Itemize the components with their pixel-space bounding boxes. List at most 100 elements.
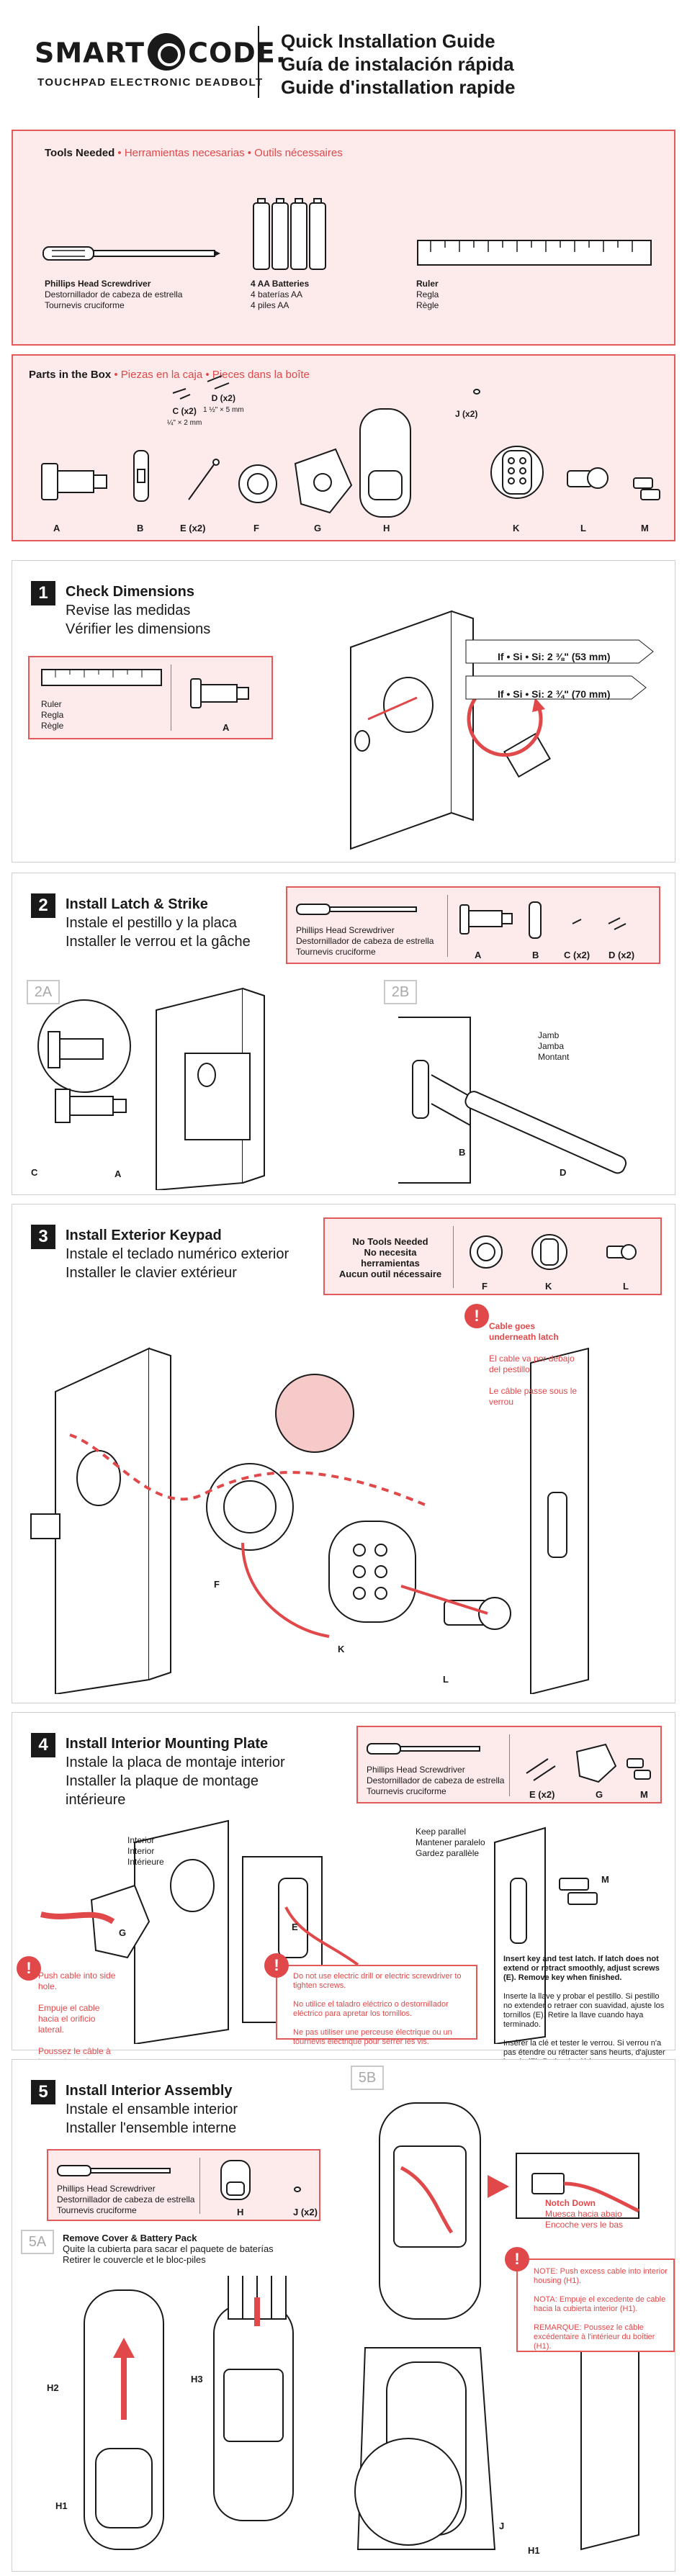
step-5-label-h2: H2 — [47, 2382, 59, 2393]
step-4-part-g: G — [596, 1789, 603, 1800]
parts-heading: Parts in the Box • Piezas en la caja • P… — [29, 369, 310, 381]
step-3-parts-icons — [470, 1234, 637, 1270]
step-5-number: 5 — [31, 2080, 55, 2104]
part-d-label: D (x2)1 ½" × 5 mm — [203, 393, 244, 414]
step-3-label-f: F — [214, 1579, 220, 1590]
substep-5b-label: 5B — [351, 2066, 384, 2090]
step-1-if-53: If • Si • Si: 2 ⅜" (53 mm) — [498, 651, 611, 662]
step-2-label-b: B — [459, 1147, 466, 1158]
step-3-part-k: K — [545, 1281, 552, 1292]
screwdriver-icon — [42, 246, 220, 261]
step-4-part-e: E (x2) — [529, 1789, 555, 1800]
step-3-diagram — [30, 1347, 589, 1694]
step-4-label-g: G — [119, 1927, 127, 1938]
step-3-label-k: K — [338, 1644, 345, 1654]
title-en: Quick Installation Guide — [281, 30, 495, 52]
step-2-label-a: A — [114, 1168, 122, 1179]
part-m: M — [641, 523, 649, 533]
part-j-label: J (x2) — [455, 409, 478, 419]
step-5-label-j: J — [499, 2521, 505, 2531]
step-5-label-h1b: H1 — [528, 2545, 540, 2556]
drill-warning-box: ! Do not use electric drill or electric … — [264, 1953, 477, 2046]
step-5-parts-icons — [220, 2160, 301, 2200]
step-4-part-m: M — [640, 1789, 648, 1800]
step-5-part-h: H — [237, 2207, 244, 2217]
drill-warning-text: Do not use electric drill or electric sc… — [293, 1972, 462, 2046]
part-l: L — [580, 523, 586, 533]
step-2-part-b: B — [532, 950, 539, 960]
title-es: Guía de instalación rápida — [281, 53, 514, 75]
step-1-number: 1 — [31, 581, 55, 605]
part-b: B — [137, 523, 144, 533]
step-5-part-j: J (x2) — [293, 2207, 318, 2217]
substep-5a-label: 5A — [21, 2230, 54, 2254]
substep-2b-label: 2B — [384, 980, 417, 1004]
ruler-icon — [41, 669, 162, 686]
step-2-number: 2 — [31, 893, 55, 918]
step-5a-diagram — [84, 2276, 294, 2550]
step-2-parts-icons — [459, 901, 627, 939]
logo-badge-icon — [148, 33, 186, 71]
step-3-label-l: L — [443, 1674, 449, 1685]
step-3-part-l: L — [623, 1281, 629, 1292]
step-1-diagram — [350, 610, 654, 850]
toolbox-divider — [447, 895, 448, 957]
brand-subtitle: TOUCHPAD ELECTRONIC DEADBOLT — [37, 76, 264, 89]
step-5-label-h3: H3 — [191, 2374, 203, 2384]
warning-icon-cable: ! — [505, 2247, 529, 2271]
step-2-part-c: C (x2) — [564, 950, 591, 960]
step-2-label-d: D — [560, 1167, 567, 1178]
step-1-part-a: A — [223, 722, 230, 733]
substep-2a-label: 2A — [27, 980, 60, 1004]
screwdriver-icon — [57, 2165, 171, 2176]
step-4-parts-icons — [526, 1743, 651, 1783]
step-4-diagram — [40, 1819, 598, 2044]
battery-icon — [253, 198, 326, 270]
excess-cable-note-box: ! NOTE: Push excess cable into interior … — [505, 2247, 675, 2352]
parts-panel: Parts in the Box • Piezas en la caja • P… — [12, 354, 675, 541]
header-divider — [258, 26, 259, 98]
step-3-number: 3 — [31, 1225, 55, 1249]
part-f: F — [253, 523, 259, 533]
step-4-number: 4 — [31, 1733, 55, 1757]
step-4-label-e: E — [292, 1922, 298, 1932]
ruler-icon — [417, 240, 652, 266]
title-fr: Guide d'installation rapide — [281, 76, 516, 98]
step-2-label-c: C — [31, 1167, 38, 1178]
toolbox-divider — [509, 1734, 510, 1796]
part-k: K — [513, 523, 520, 533]
toolbox-divider — [453, 1226, 454, 1288]
warning-icon-drill: ! — [264, 1953, 289, 1978]
step-4-label-m: M — [601, 1874, 609, 1885]
excess-cable-note: NOTE: Push excess cable into interior ho… — [534, 2267, 668, 2351]
part-c-label: C (x2)¼" × 2 mm — [167, 406, 202, 427]
warning-icon: ! — [464, 1304, 489, 1328]
screwdriver-icon — [367, 1743, 480, 1755]
step-2-part-d: D (x2) — [609, 950, 635, 960]
part-h: H — [383, 523, 390, 533]
step-1-if-70: If • Si • Si: 2 ¾" (70 mm) — [498, 688, 611, 700]
tools-heading: Tools Needed • Herramientas necesarias •… — [45, 147, 343, 159]
part-a: A — [53, 523, 60, 533]
